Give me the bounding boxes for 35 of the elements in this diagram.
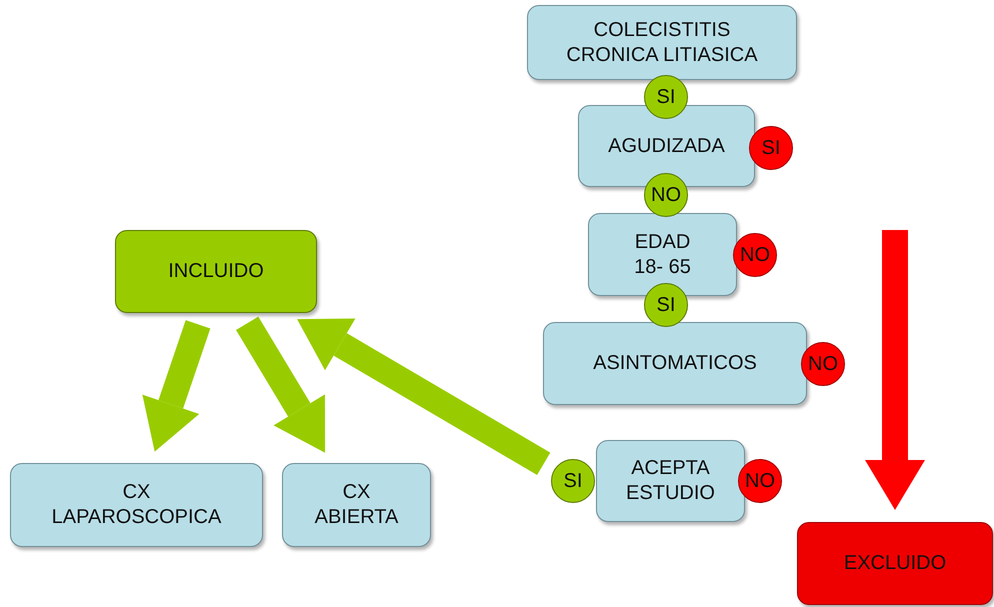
block-arrow bbox=[236, 316, 326, 453]
node-text: ASINTOMATICOS bbox=[593, 351, 757, 376]
answer-circle bbox=[733, 233, 777, 277]
node-text: SI bbox=[656, 84, 676, 110]
node-text: SI bbox=[564, 468, 582, 494]
decision-box bbox=[578, 105, 755, 187]
node-text: CX ABIERTA bbox=[314, 480, 400, 530]
block-arrow bbox=[865, 230, 925, 510]
decision-box bbox=[797, 522, 993, 605]
decision-box bbox=[527, 5, 797, 80]
decision-box bbox=[588, 213, 737, 296]
node-text: INCLUIDO bbox=[168, 259, 264, 284]
answer-circle bbox=[738, 459, 782, 503]
answer-circle bbox=[749, 126, 793, 170]
decision-box bbox=[10, 463, 263, 547]
node-text: NO bbox=[808, 352, 838, 376]
decision-box bbox=[543, 322, 807, 405]
node-text: SI bbox=[762, 136, 780, 160]
node-text: COLECISTITIS CRONICA LITIASICA bbox=[565, 18, 759, 68]
block-arrow bbox=[142, 320, 210, 452]
node-text: EXCLUIDO bbox=[844, 551, 946, 576]
block-arrow bbox=[297, 318, 550, 475]
node-text: NO bbox=[740, 242, 770, 268]
decision-box bbox=[115, 230, 317, 313]
decision-box bbox=[596, 440, 745, 522]
answer-circle bbox=[551, 459, 595, 503]
decision-box bbox=[282, 463, 431, 547]
node-text: ACEPTA ESTUDIO bbox=[625, 456, 716, 506]
node-text: SI bbox=[656, 292, 676, 318]
answer-circle bbox=[801, 342, 845, 386]
node-text: CX LAPAROSCOPICA bbox=[52, 480, 222, 530]
node-text: EDAD 18- 65 bbox=[633, 230, 692, 280]
node-text: NO bbox=[651, 182, 681, 208]
node-text: NO bbox=[745, 468, 775, 494]
node-text: AGUDIZADA bbox=[608, 134, 725, 158]
